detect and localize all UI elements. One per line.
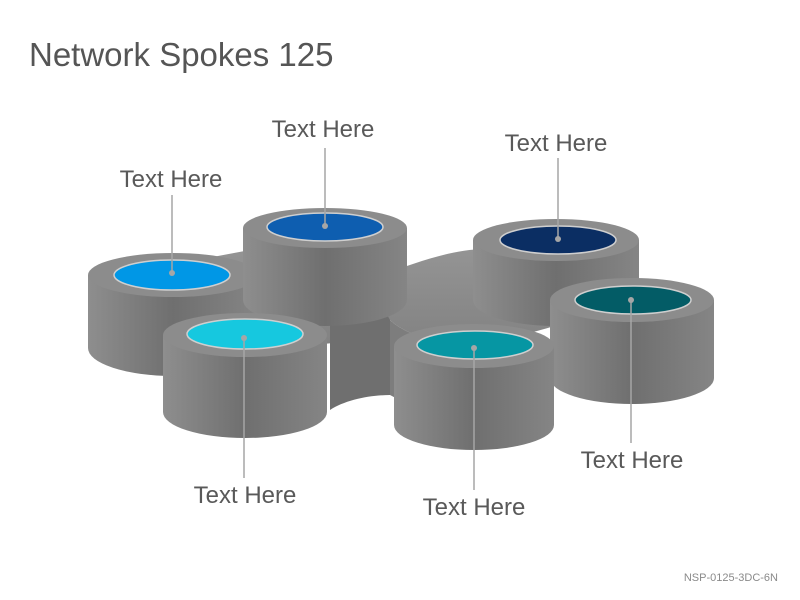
node-disc-5 [416,330,534,360]
node-label-1: Text Here [120,166,223,193]
node-label-4: Text Here [581,447,684,474]
node-label-2: Text Here [272,116,375,143]
node-cylinder-6 [163,313,327,438]
node-label-6: Text Here [194,482,297,509]
node-label-5: Text Here [423,494,526,521]
node-cylinder-4 [550,278,714,404]
node-label-3: Text Here [505,130,608,157]
leader-dots [169,223,634,351]
leader-lines [171,148,632,490]
slide-title: Network Spokes 125 [29,36,334,73]
node-disc-6 [186,318,304,350]
slide-code: NSP-0125-3DC-6N [683,572,778,584]
